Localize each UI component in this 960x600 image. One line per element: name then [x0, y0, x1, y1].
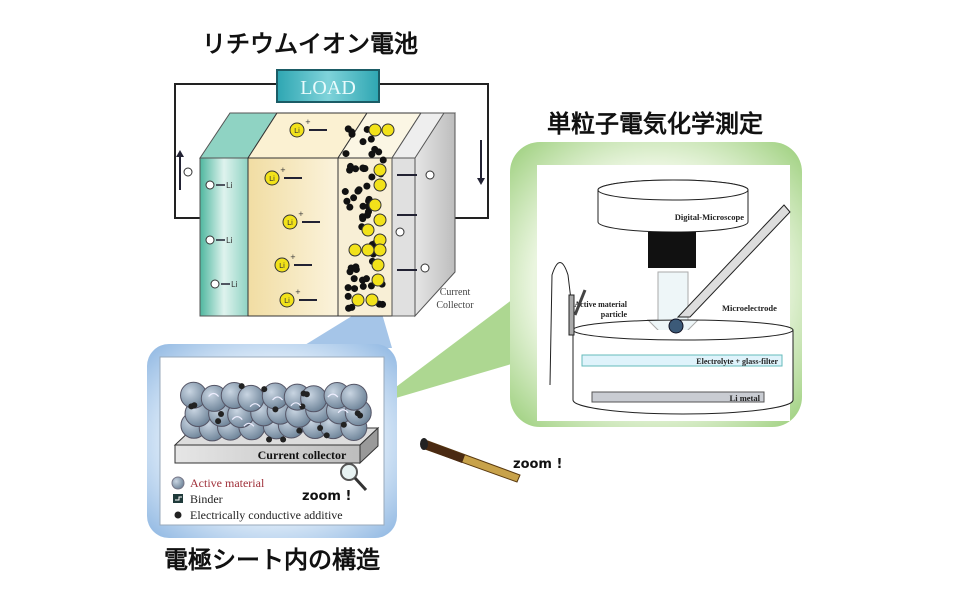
li-ion: Li +: [264, 166, 302, 186]
microelectrode: [676, 204, 791, 318]
li-metal: [591, 391, 765, 403]
li-ion: Li +: [282, 210, 320, 230]
li-ion: Li +: [279, 288, 317, 308]
legend-additive-icon: [174, 511, 182, 519]
li-ion: [361, 223, 375, 237]
svg-text:+: +: [298, 210, 304, 218]
li-ion: [368, 123, 382, 137]
legend-active-icon: [171, 476, 185, 490]
electron: Li: [205, 180, 233, 190]
electrolyte-layer: [581, 354, 783, 367]
li-ion: [365, 293, 379, 307]
load-label: LOAD: [300, 77, 356, 99]
li-ion: [368, 198, 382, 212]
li-metal-label: Li metal: [730, 393, 761, 403]
electron: [183, 167, 193, 177]
li-ion: [373, 163, 387, 177]
svg-text:Li: Li: [231, 280, 238, 289]
li-ion: [348, 243, 362, 257]
li-ion: [373, 243, 387, 257]
li-ion: Li +: [274, 253, 312, 273]
electrolyte: [247, 157, 339, 317]
electrode-title: 電極シート内の構造: [164, 546, 380, 574]
active-material-particle: [340, 383, 368, 411]
svg-text:Li: Li: [284, 297, 290, 305]
collector-label: Current collector: [258, 448, 347, 462]
legend-additive: Electrically conductive additive: [190, 508, 343, 522]
li-ion: [373, 213, 387, 227]
electron: [425, 170, 435, 180]
load-box: [276, 69, 380, 103]
electron: Li: [210, 279, 238, 289]
measurement-panel: Digital-Microscope Microelectrode Active…: [510, 142, 802, 427]
legend-binder: Binder: [190, 492, 223, 506]
svg-text:Li: Li: [294, 127, 300, 135]
electrolyte-label: Electrolyte + glass-filter: [696, 357, 778, 366]
svg-text:+: +: [295, 288, 301, 296]
li-ion: Li +: [289, 118, 327, 138]
svg-text:+: +: [280, 166, 286, 174]
active-particle: [668, 318, 684, 334]
legend-active: Active material: [190, 476, 265, 490]
svg-text:Li: Li: [226, 181, 233, 190]
svg-text:+: +: [290, 253, 296, 261]
li-ion: [373, 178, 387, 192]
zoom-wedge-green: [372, 290, 525, 405]
battery-title: リチウムイオン電池: [202, 30, 418, 58]
legend-binder-icon: [173, 494, 183, 503]
reference-wire: [549, 262, 572, 386]
electron: Li: [205, 235, 233, 245]
li-ion: [361, 243, 375, 257]
li-ion: [381, 123, 395, 137]
particle-label-1: Active material: [574, 300, 627, 309]
svg-text:Li: Li: [287, 219, 293, 227]
collector-label-1: Current: [440, 287, 471, 298]
telescope-icon: [420, 438, 521, 483]
active-material-particle: [237, 384, 265, 412]
microelectrode-label: Microelectrode: [722, 303, 777, 313]
svg-text:Li: Li: [226, 236, 233, 245]
magnifier-icon: [340, 463, 358, 481]
li-ion: [371, 258, 385, 272]
li-ion: [371, 273, 385, 287]
active-material-particles: [180, 381, 372, 443]
microscope-label: Digital-Microscope: [675, 212, 744, 222]
telescope-zoom-label: zoom !: [513, 457, 562, 472]
current-collector: [391, 157, 416, 317]
electrode-structure-panel: Current collector Active material Binder…: [147, 344, 397, 538]
collector-label-2: Collector: [436, 300, 474, 311]
electron: [395, 227, 405, 237]
particle-label-2: particle: [601, 310, 628, 319]
battery-illustration: LOAD Current Collector Li+Li+Li+Li+Li+Li…: [174, 69, 489, 318]
li-ion: [351, 293, 365, 307]
svg-text:+: +: [305, 118, 311, 126]
electron: [420, 263, 430, 273]
measurement-title: 単粒子電気化学測定: [547, 110, 763, 138]
svg-text:Li: Li: [269, 175, 275, 183]
cathode-particles: [341, 123, 395, 312]
microscope-lens: [648, 232, 696, 268]
svg-text:Li: Li: [279, 262, 285, 270]
electrode-zoom-label: zoom !: [302, 489, 351, 504]
